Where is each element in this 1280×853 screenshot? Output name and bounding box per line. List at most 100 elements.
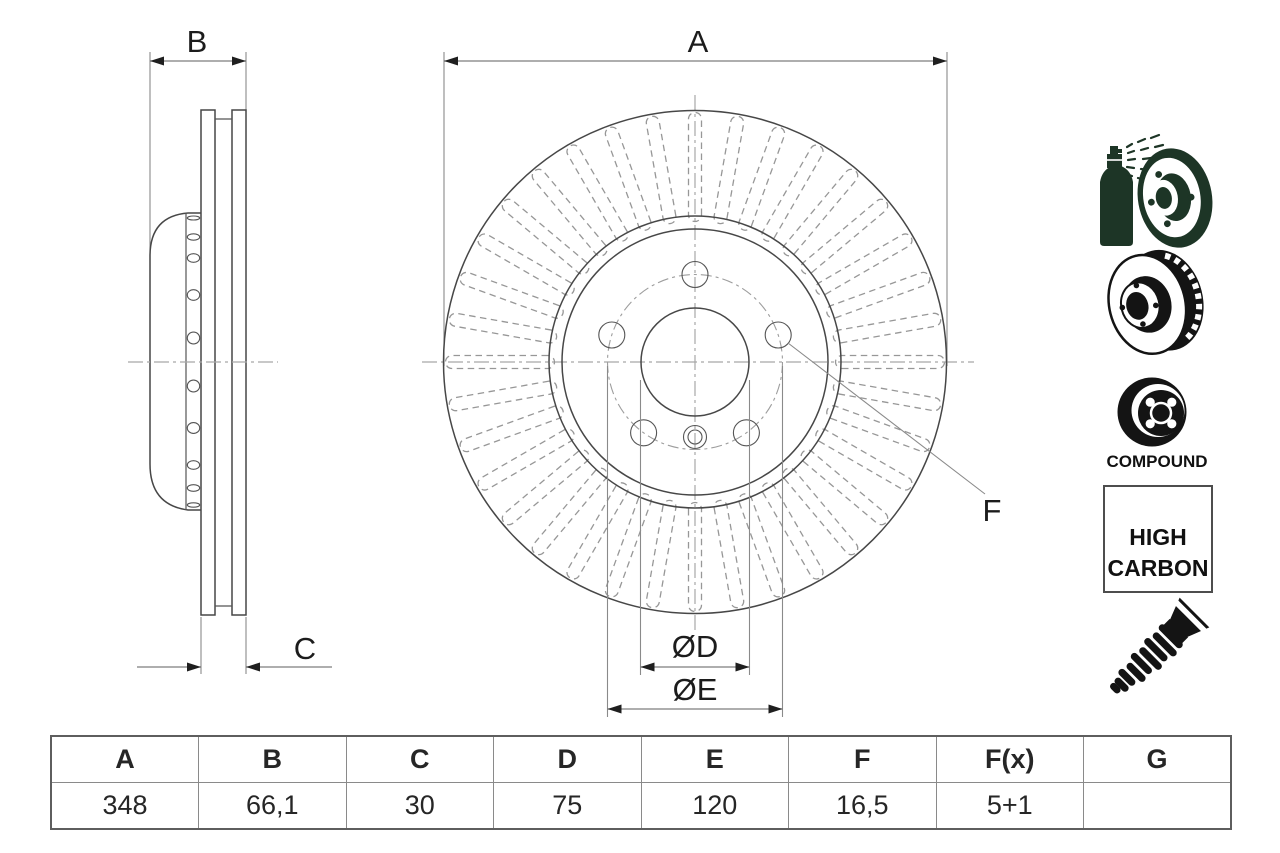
- vent-slot: [713, 115, 745, 225]
- vented-disc-icon: [1107, 249, 1204, 356]
- vent-slot: [645, 499, 677, 609]
- screw-neck: [1163, 618, 1189, 644]
- vent-slot: [566, 144, 629, 242]
- vent-slot: [687, 111, 703, 223]
- vent-slot: [832, 380, 942, 412]
- center-bore: [640, 307, 750, 417]
- vent-slot: [501, 449, 590, 526]
- d-arrow-left: [640, 662, 655, 672]
- vent-slot: [713, 499, 745, 609]
- e-arrow-right: [768, 704, 783, 714]
- table-header-cell: F(x): [935, 735, 1084, 783]
- dim-label-b: B: [187, 24, 208, 59]
- coating-spray-icon: [1100, 133, 1213, 248]
- vent-slot-ring: [444, 111, 946, 613]
- table-header-row: A B C D E F F(x) G: [50, 735, 1232, 783]
- hat-rivet-hole: [186, 422, 201, 434]
- dimension-spec-table: A B C D E F F(x) G 348 66,1 30 75 120 16…: [50, 735, 1232, 830]
- c-arrow-left: [187, 662, 201, 672]
- set-screw-hole-outer: [682, 424, 708, 450]
- dim-label-e: ØE: [673, 672, 718, 707]
- vent-slot: [604, 126, 652, 231]
- hat-rivet-hole: [186, 253, 201, 263]
- coated-disc: [1137, 148, 1213, 248]
- compound-disc-icon: [1117, 377, 1187, 447]
- set-screw-hole-inner: [687, 429, 703, 445]
- bolt-hole-right: [764, 321, 792, 349]
- vent-slot: [604, 493, 652, 598]
- vent-slot: [826, 271, 931, 319]
- friction-ring-inner-edge: [548, 215, 842, 509]
- c-arrow-right: [246, 662, 260, 672]
- vent-strip: [1164, 252, 1203, 342]
- hat-rivet-holes: [186, 215, 201, 508]
- high-carbon-line2: CARBON: [1108, 555, 1209, 581]
- dim-label-c: C: [294, 631, 316, 666]
- vent-slot: [782, 168, 859, 257]
- table-value-cell: 30: [345, 782, 494, 830]
- table-header-cell: A: [50, 735, 199, 783]
- spray-can-shoulder: [1100, 166, 1133, 182]
- f-leader-line: [787, 342, 986, 495]
- bolt-hole-bottom-right: [732, 419, 760, 447]
- countersunk-screw-icon: [1110, 597, 1210, 694]
- hat-rivet-hole: [186, 215, 201, 221]
- e-arrow-left: [607, 704, 622, 714]
- bolt-hole-bottom-left: [630, 419, 658, 447]
- hat-rivet-hole: [186, 331, 201, 345]
- hat-rivet-hole: [186, 289, 201, 301]
- b-arrow-left: [150, 56, 164, 66]
- vent-slot: [815, 233, 913, 296]
- table-value-cell: 5+1: [935, 782, 1084, 830]
- vent-slot: [448, 380, 558, 412]
- vent-slot: [444, 354, 556, 370]
- hat-rivet-hole: [186, 460, 201, 470]
- table-value-cell: [1083, 782, 1232, 830]
- hat-outer-edge: [561, 228, 829, 496]
- hat-rivet-hole: [186, 379, 201, 393]
- vent-slot: [459, 405, 564, 453]
- dim-label-d: ØD: [672, 629, 719, 664]
- vent-slot: [782, 467, 859, 556]
- side-view: B C: [128, 24, 332, 674]
- dim-label-f: F: [983, 493, 1002, 528]
- hat-rivet-hole: [186, 233, 201, 241]
- bolt-hole-left: [598, 321, 626, 349]
- vent-slot: [566, 482, 629, 580]
- screw-threads: [1110, 624, 1183, 694]
- high-carbon-box: [1103, 485, 1213, 593]
- spray-can-nozzle: [1110, 146, 1118, 155]
- spray-can-body: [1100, 182, 1133, 246]
- technical-drawing: B C A: [128, 24, 1213, 717]
- hat-rivet-hole: [186, 484, 201, 492]
- vent-slot: [645, 115, 677, 225]
- vent-slot: [826, 405, 931, 453]
- vent-slot: [531, 467, 608, 556]
- high-carbon-line1: HIGH: [1129, 524, 1187, 550]
- table-value-cell: 66,1: [198, 782, 347, 830]
- spray-mist: [1124, 133, 1165, 182]
- vent-slot: [832, 312, 942, 344]
- vent-slot: [738, 126, 786, 231]
- icon-column: COMPOUND HIGH CARBON: [1100, 133, 1213, 694]
- dim-label-a: A: [688, 24, 709, 59]
- hub-hat-profile: [149, 212, 201, 511]
- compound-label: COMPOUND: [1106, 452, 1207, 471]
- table-header-cell: E: [640, 735, 789, 783]
- vent-slot: [834, 354, 946, 370]
- table-value-cell: 120: [640, 782, 789, 830]
- d-arrow-right: [735, 662, 750, 672]
- vent-slot: [800, 198, 889, 275]
- compound-center: [1149, 401, 1173, 425]
- table-header-cell: C: [345, 735, 494, 783]
- disc-outer-edge: [442, 109, 948, 615]
- vent-slot: [448, 312, 558, 344]
- vent-slot: [477, 233, 575, 296]
- hub-center-hole: [1126, 292, 1149, 320]
- vent-slot: [459, 271, 564, 319]
- vent-slot: [477, 428, 575, 491]
- vent-slot: [800, 449, 889, 526]
- high-carbon-badge: HIGH CARBON: [1103, 485, 1213, 593]
- vent-slot: [761, 144, 824, 242]
- bolt-pitch-circle: [606, 273, 784, 451]
